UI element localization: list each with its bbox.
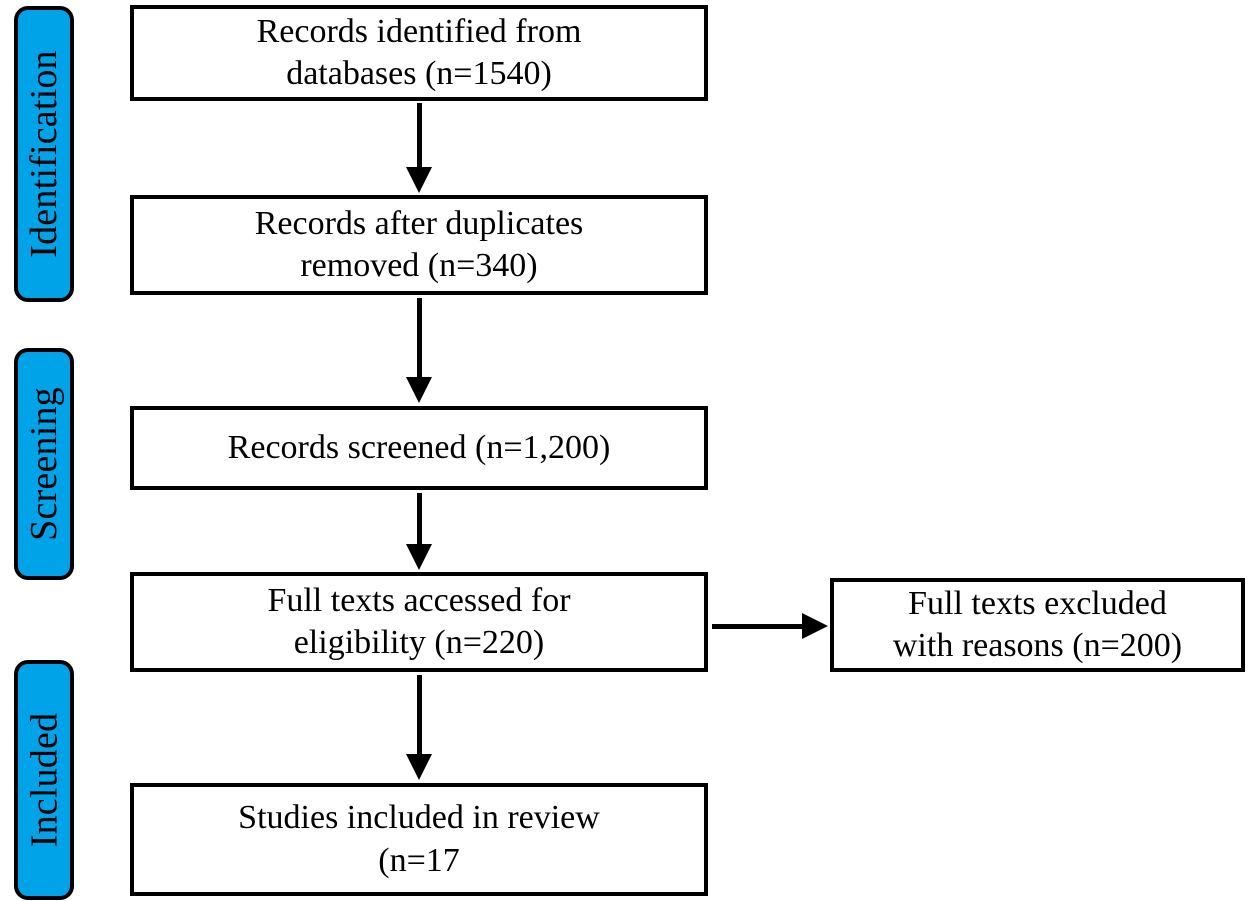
arrow-shaft bbox=[416, 675, 422, 755]
arrow-down-icon-screened-to-fulltext bbox=[404, 493, 434, 570]
arrow-shaft bbox=[712, 623, 803, 629]
flow-box-fulltext-assessed: Full texts accessed for eligibility (n=2… bbox=[130, 572, 708, 672]
flow-box-fulltext-excluded-line1: Full texts excluded bbox=[908, 584, 1167, 622]
arrow-down-icon-fulltext-to-included bbox=[404, 675, 434, 780]
arrow-right-icon-fulltext-to-excluded bbox=[712, 611, 828, 641]
flow-box-duplicates-removed-line2: removed (n=340) bbox=[300, 247, 538, 284]
arrow-shaft bbox=[416, 103, 422, 168]
flow-box-studies-included: Studies included in review (n=17 bbox=[130, 783, 708, 896]
arrow-shaft bbox=[416, 493, 422, 545]
stage-label-screening: Screening bbox=[14, 348, 74, 580]
stage-label-included-text: Included bbox=[23, 712, 66, 848]
flow-box-duplicates-removed: Records after duplicates removed (n=340) bbox=[130, 195, 708, 295]
flow-box-duplicates-removed-line1: Records after duplicates bbox=[254, 204, 584, 242]
stage-label-identification: Identification bbox=[14, 6, 74, 302]
arrow-head bbox=[406, 754, 432, 780]
flow-box-fulltext-assessed-line2: eligibility (n=220) bbox=[293, 624, 545, 661]
flow-box-fulltext-assessed-line1: Full texts accessed for bbox=[267, 581, 571, 619]
flow-box-records-identified-line2: databases (n=1540) bbox=[286, 55, 552, 92]
arrow-shaft bbox=[416, 298, 422, 378]
flow-box-records-screened: Records screened (n=1,200) bbox=[130, 406, 708, 490]
arrow-head bbox=[406, 377, 432, 403]
flow-box-fulltext-excluded: Full texts excluded with reasons (n=200) bbox=[830, 578, 1245, 672]
arrow-down-icon-identified-to-duplicates bbox=[404, 103, 434, 193]
stage-label-included: Included bbox=[14, 660, 74, 900]
stage-label-screening-text: Screening bbox=[23, 387, 65, 541]
stage-label-identification-text: Identification bbox=[23, 50, 65, 258]
flow-box-fulltext-excluded-line2: with reasons (n=200) bbox=[892, 627, 1183, 664]
arrow-head bbox=[406, 544, 432, 570]
flow-box-records-screened-line1: Records screened (n=1,200) bbox=[227, 428, 611, 466]
arrow-head bbox=[802, 613, 828, 639]
arrow-down-icon-duplicates-to-screened bbox=[404, 298, 434, 403]
flow-box-studies-included-line2: (n=17 bbox=[378, 841, 460, 879]
arrow-head bbox=[406, 167, 432, 193]
flow-box-studies-included-line1: Studies included in review bbox=[238, 799, 600, 836]
flow-box-records-identified: Records identified from databases (n=154… bbox=[130, 5, 708, 101]
flow-box-records-identified-line1: Records identified from bbox=[256, 12, 582, 50]
